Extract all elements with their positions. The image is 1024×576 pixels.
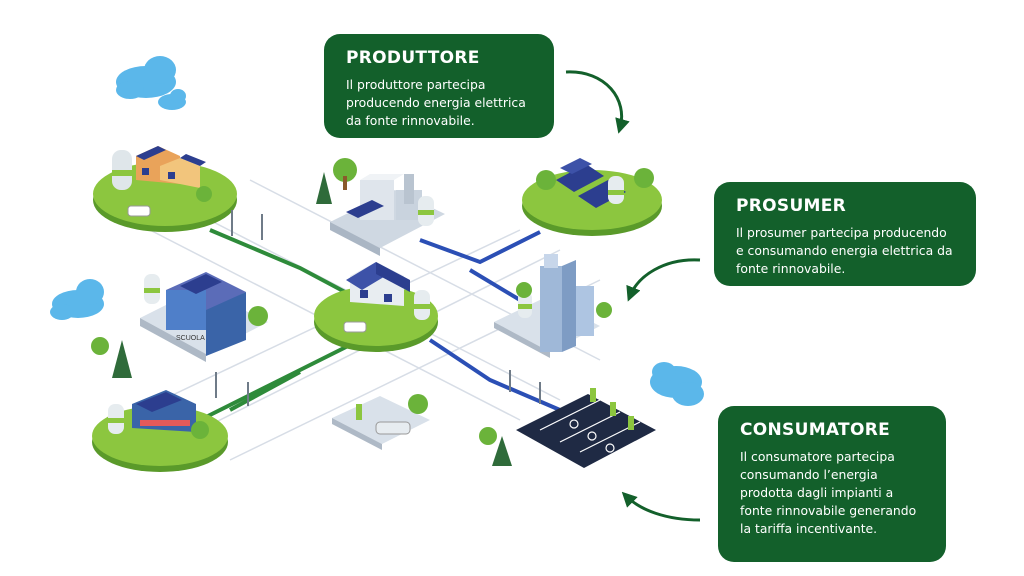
arrow-produttore-icon xyxy=(565,70,630,134)
prosumer-card: PROSUMER Il prosumer partecipa producend… xyxy=(714,182,976,286)
produttore-card: PRODUTTORE Il produttore partecipa produ… xyxy=(324,34,554,138)
energy-cable-green xyxy=(199,228,361,422)
island-center-home xyxy=(314,262,438,352)
energy-cable-blue xyxy=(419,230,561,412)
island-parking xyxy=(479,388,656,468)
consumatore-title: CONSUMATORE xyxy=(740,420,891,440)
produttore-title: PRODUTTORE xyxy=(346,48,480,68)
arrow-prosumer-icon xyxy=(626,258,701,302)
prosumer-description: Il prosumer partecipa producendo e consu… xyxy=(736,225,953,276)
island-school: SCUOLA xyxy=(91,272,268,378)
cloud-icon xyxy=(50,279,104,320)
consumatore-card: CONSUMATORE Il consumatore partecipa con… xyxy=(718,406,946,562)
cloud-icon xyxy=(650,362,704,406)
arrow-consumatore-icon xyxy=(621,491,701,522)
island-ev-charging xyxy=(332,394,430,450)
street-lamps xyxy=(215,210,541,406)
prosumer-title: PROSUMER xyxy=(736,196,847,216)
consumatore-description: Il consumatore partecipa consumando l’en… xyxy=(740,449,917,536)
cloud-icon xyxy=(116,56,176,99)
island-skyscraper xyxy=(494,254,612,358)
island-shop xyxy=(92,390,228,472)
produttore-description: Il produttore partecipa producendo energ… xyxy=(346,77,526,128)
island-solar-field xyxy=(522,158,662,236)
school-sign: SCUOLA xyxy=(176,335,205,342)
island-houses xyxy=(93,146,237,232)
island-factory xyxy=(316,158,445,256)
cloud-icon xyxy=(158,89,186,110)
